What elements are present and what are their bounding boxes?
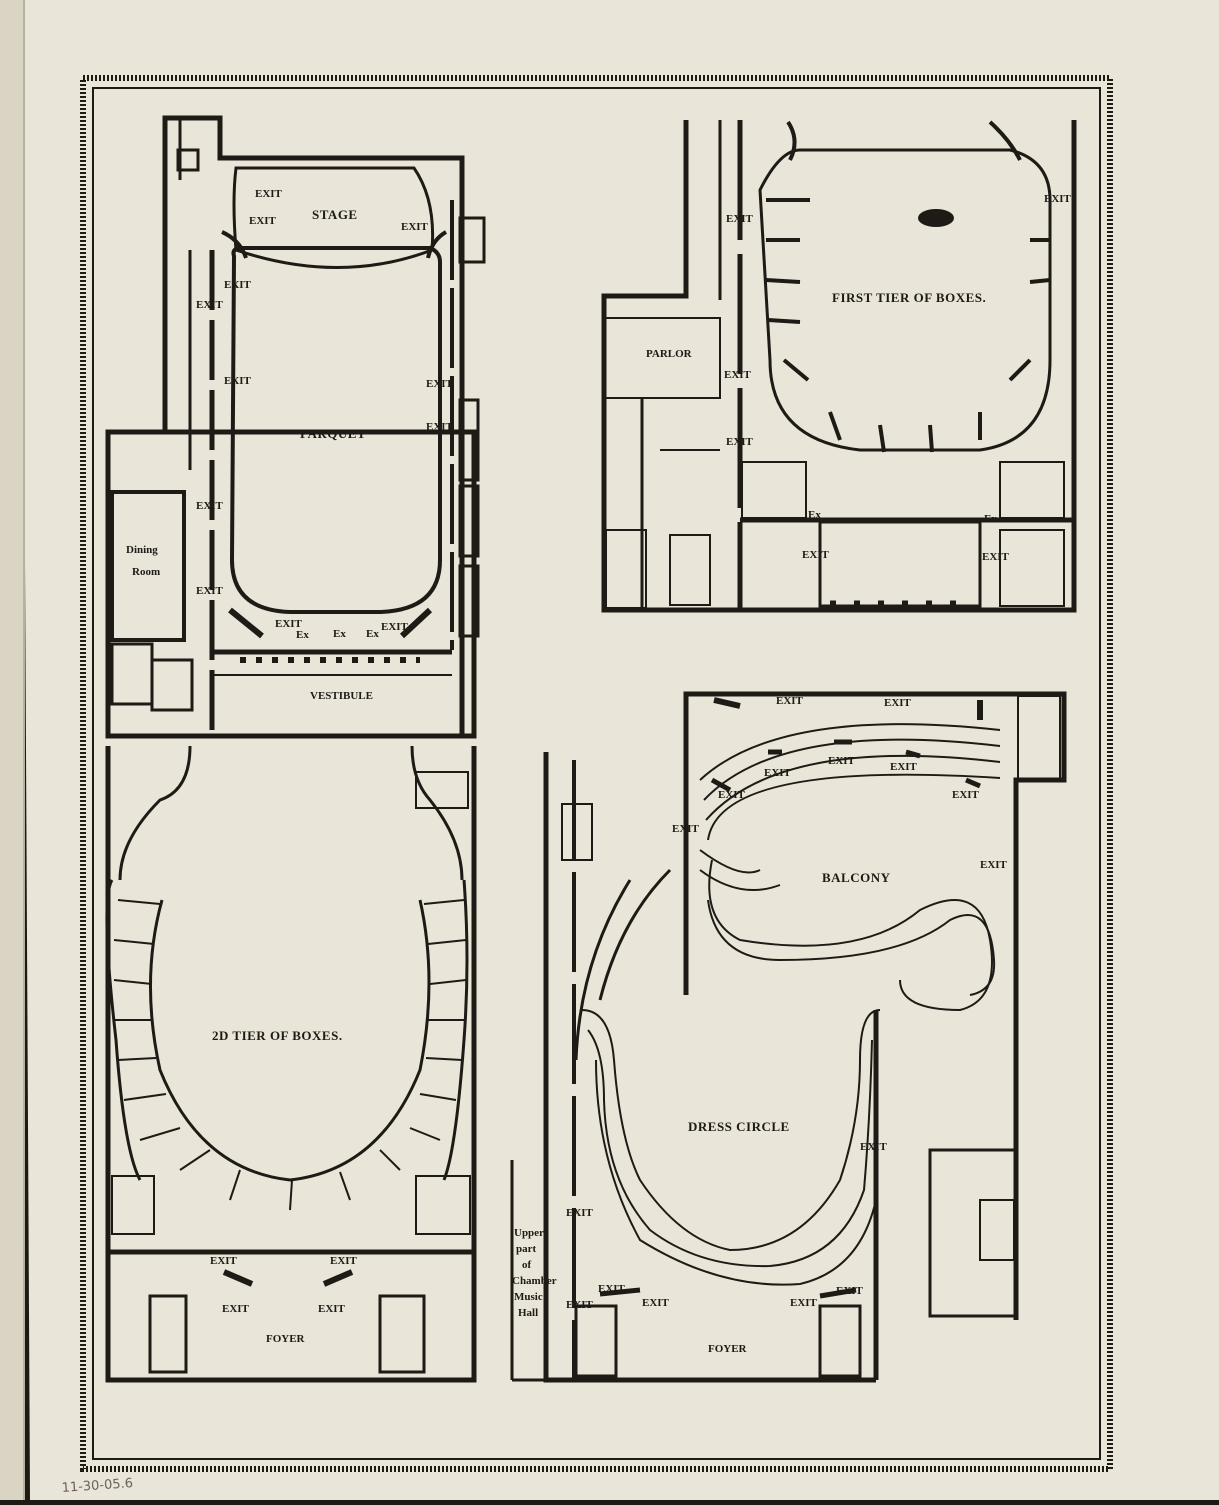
exit-label: EXIT	[196, 299, 224, 311]
exit-label: EXIT	[776, 695, 804, 707]
exit-label: EXIT	[1044, 193, 1072, 205]
ex-label: Ex	[984, 513, 997, 525]
exit-label: EXIT	[196, 585, 224, 597]
foyer-label: FOYER	[708, 1343, 748, 1355]
exit-label: EXIT	[318, 1303, 346, 1315]
exit-label: EXIT	[224, 279, 252, 291]
parquet-plan	[105, 115, 486, 739]
paper-sheet	[22, 0, 1219, 1500]
second-tier-labels: 2D TIER OF BOXES. FOYER EXIT EXIT EXIT E…	[210, 1028, 358, 1345]
balcony-labels: BALCONY DRESS CIRCLE FOYER EXIT EXIT EXI…	[512, 695, 1008, 1355]
exit-label: EXIT	[255, 188, 283, 200]
exit-label: EXIT	[790, 1297, 818, 1309]
exit-label: EXIT	[249, 215, 277, 227]
ex-label: Ex	[808, 509, 821, 521]
dress-circle-label: DRESS CIRCLE	[688, 1119, 790, 1134]
exit-label: EXIT	[598, 1283, 626, 1295]
exit-label: EXIT	[426, 378, 454, 390]
exit-label: EXIT	[726, 213, 754, 225]
exit-label: EXIT	[828, 755, 856, 767]
exit-label: EXIT	[566, 1207, 594, 1219]
exit-label: EXIT	[802, 549, 830, 561]
ex-label: Ex	[333, 628, 346, 640]
first-tier-labels: FIRST TIER OF BOXES. PARLOR EXIT EXIT EX…	[646, 193, 1072, 563]
part-label: part	[516, 1243, 537, 1255]
first-tier-title: FIRST TIER OF BOXES.	[832, 290, 986, 305]
exit-label: EXIT	[764, 767, 792, 779]
exit-label: EXIT	[672, 823, 700, 835]
exit-label: EXIT	[642, 1297, 670, 1309]
exit-label: EXIT	[718, 789, 746, 801]
exit-label: EXIT	[381, 621, 409, 633]
vestibule-label: VESTIBULE	[310, 690, 373, 702]
parquet-label: PARQUET	[300, 426, 366, 441]
exit-label: EXIT	[890, 761, 918, 773]
exit-label: EXIT	[196, 500, 224, 512]
first-tier-plan	[601, 120, 1077, 613]
of-label: of	[522, 1259, 532, 1271]
outer-border	[80, 75, 1113, 1472]
exit-label: EXIT	[726, 436, 754, 448]
exit-label: EXIT	[330, 1255, 358, 1267]
exit-label: EXIT	[210, 1255, 238, 1267]
exit-label: EXIT	[724, 369, 752, 381]
exit-label: EXIT	[860, 1141, 888, 1153]
exit-label: EXIT	[275, 618, 303, 630]
stage-label: STAGE	[312, 207, 358, 222]
second-tier-title: 2D TIER OF BOXES.	[212, 1028, 343, 1043]
upper-label: Upper	[514, 1227, 544, 1239]
inner-border	[92, 87, 1101, 1460]
exit-label: EXIT	[980, 859, 1008, 871]
exit-label: EXIT	[426, 421, 454, 433]
pencil-note: 11-30-05.6	[61, 1476, 133, 1496]
ex-label: Ex	[296, 629, 309, 641]
room-label: Room	[132, 566, 160, 578]
exit-label: EXIT	[222, 1303, 250, 1315]
exit-label: EXIT	[952, 789, 980, 801]
exit-label: EXIT	[884, 697, 912, 709]
balcony-label: BALCONY	[822, 870, 891, 885]
parquet-labels: STAGE PARQUET VESTIBULE Dining Room EXIT…	[126, 188, 454, 702]
foyer-label: FOYER	[266, 1333, 306, 1345]
parlor-label: PARLOR	[646, 348, 693, 360]
ink-blot	[918, 209, 954, 227]
balcony-plan	[510, 691, 1067, 1383]
ex-label: Ex	[366, 628, 379, 640]
dining-label: Dining	[126, 544, 158, 556]
exit-label: EXIT	[566, 1299, 594, 1311]
exit-label: EXIT	[224, 375, 252, 387]
exit-label: EXIT	[836, 1285, 864, 1297]
second-tier-plan	[105, 745, 477, 1383]
music-label: Music	[514, 1291, 543, 1303]
binding-edge	[0, 0, 24, 1500]
chamber-label: Chamber	[512, 1275, 557, 1287]
exit-label: EXIT	[401, 221, 429, 233]
exit-label: EXIT	[982, 551, 1010, 563]
hall-label: Hall	[518, 1307, 538, 1319]
